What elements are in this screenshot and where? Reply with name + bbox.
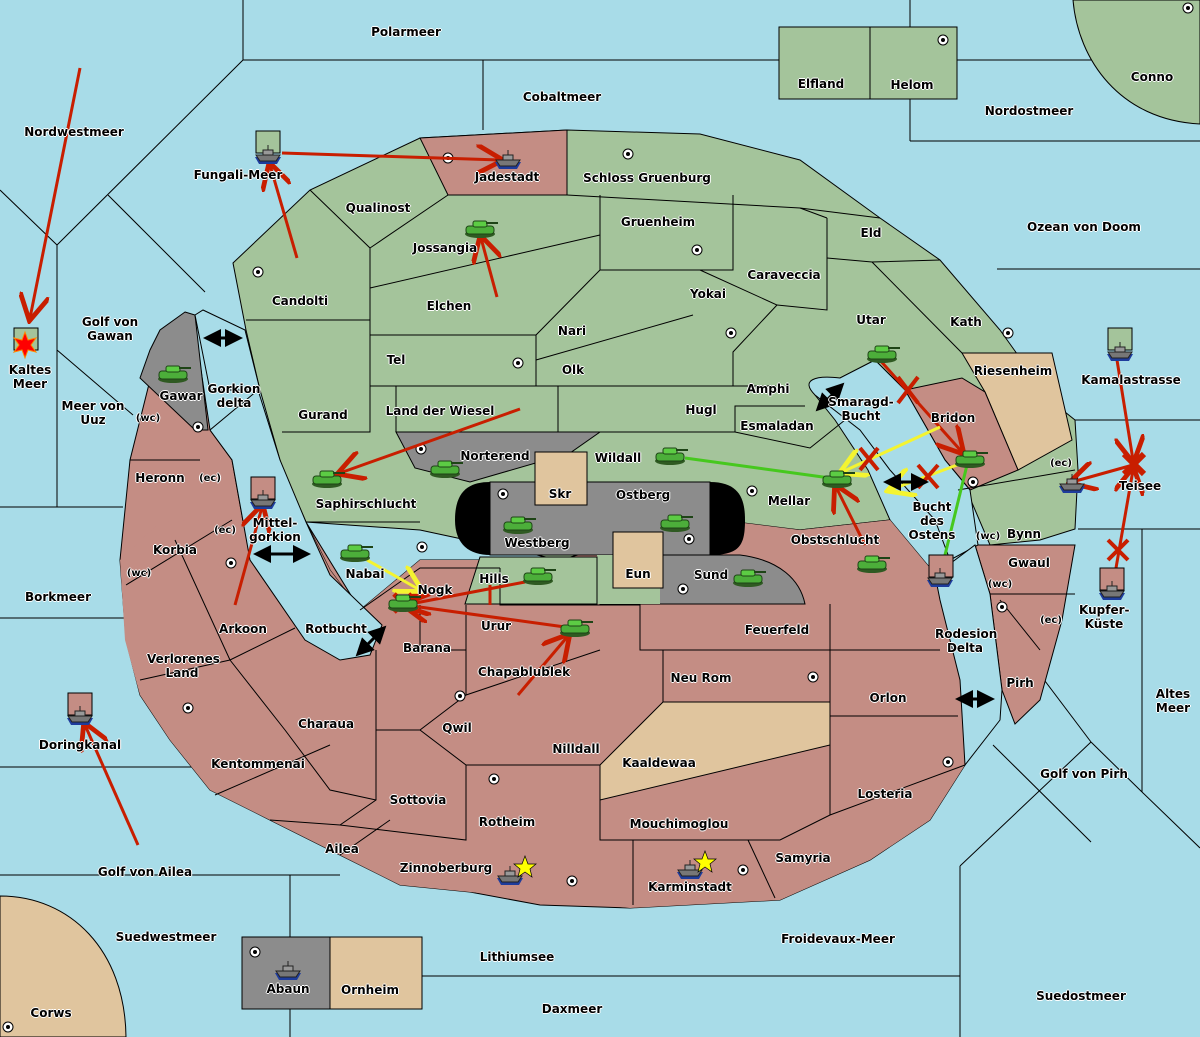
order-arrow (516, 636, 568, 696)
order-support (842, 425, 941, 472)
adjacency-arrows (203, 329, 995, 708)
province-riesenheim[interactable] (961, 352, 1073, 471)
order-arrow (1117, 359, 1133, 460)
order-arrow (836, 487, 867, 546)
province-ornheim[interactable] (329, 936, 423, 1010)
order-arrow (85, 725, 140, 846)
province-elfland[interactable] (778, 26, 871, 100)
explosion-icon (12, 330, 38, 360)
order-support (943, 464, 969, 556)
order-support (684, 456, 831, 480)
sea-smaragd-bucht[interactable] (808, 359, 979, 561)
province-conno[interactable] (1072, 0, 1200, 125)
order-arrow (481, 238, 497, 298)
order-arrow (405, 580, 526, 605)
order-arrow (233, 507, 262, 606)
star-icon (513, 855, 537, 878)
province-skr[interactable] (534, 451, 588, 506)
order-arrow (405, 605, 566, 629)
order-arrow (30, 67, 82, 318)
order-arrow (340, 407, 521, 473)
units (12, 130, 1134, 981)
province-eun[interactable] (612, 531, 664, 589)
sea-rodesion-delta[interactable] (934, 544, 1003, 767)
order-arrow (281, 153, 500, 160)
province-corws[interactable] (0, 895, 127, 1037)
army-icon (339, 544, 374, 563)
land-borders (125, 130, 1076, 905)
order-arrow (876, 357, 962, 452)
order-support (366, 558, 420, 590)
star-icon (693, 850, 717, 873)
dislodged-mark-icon (1121, 451, 1147, 477)
order-arrow (270, 165, 299, 259)
